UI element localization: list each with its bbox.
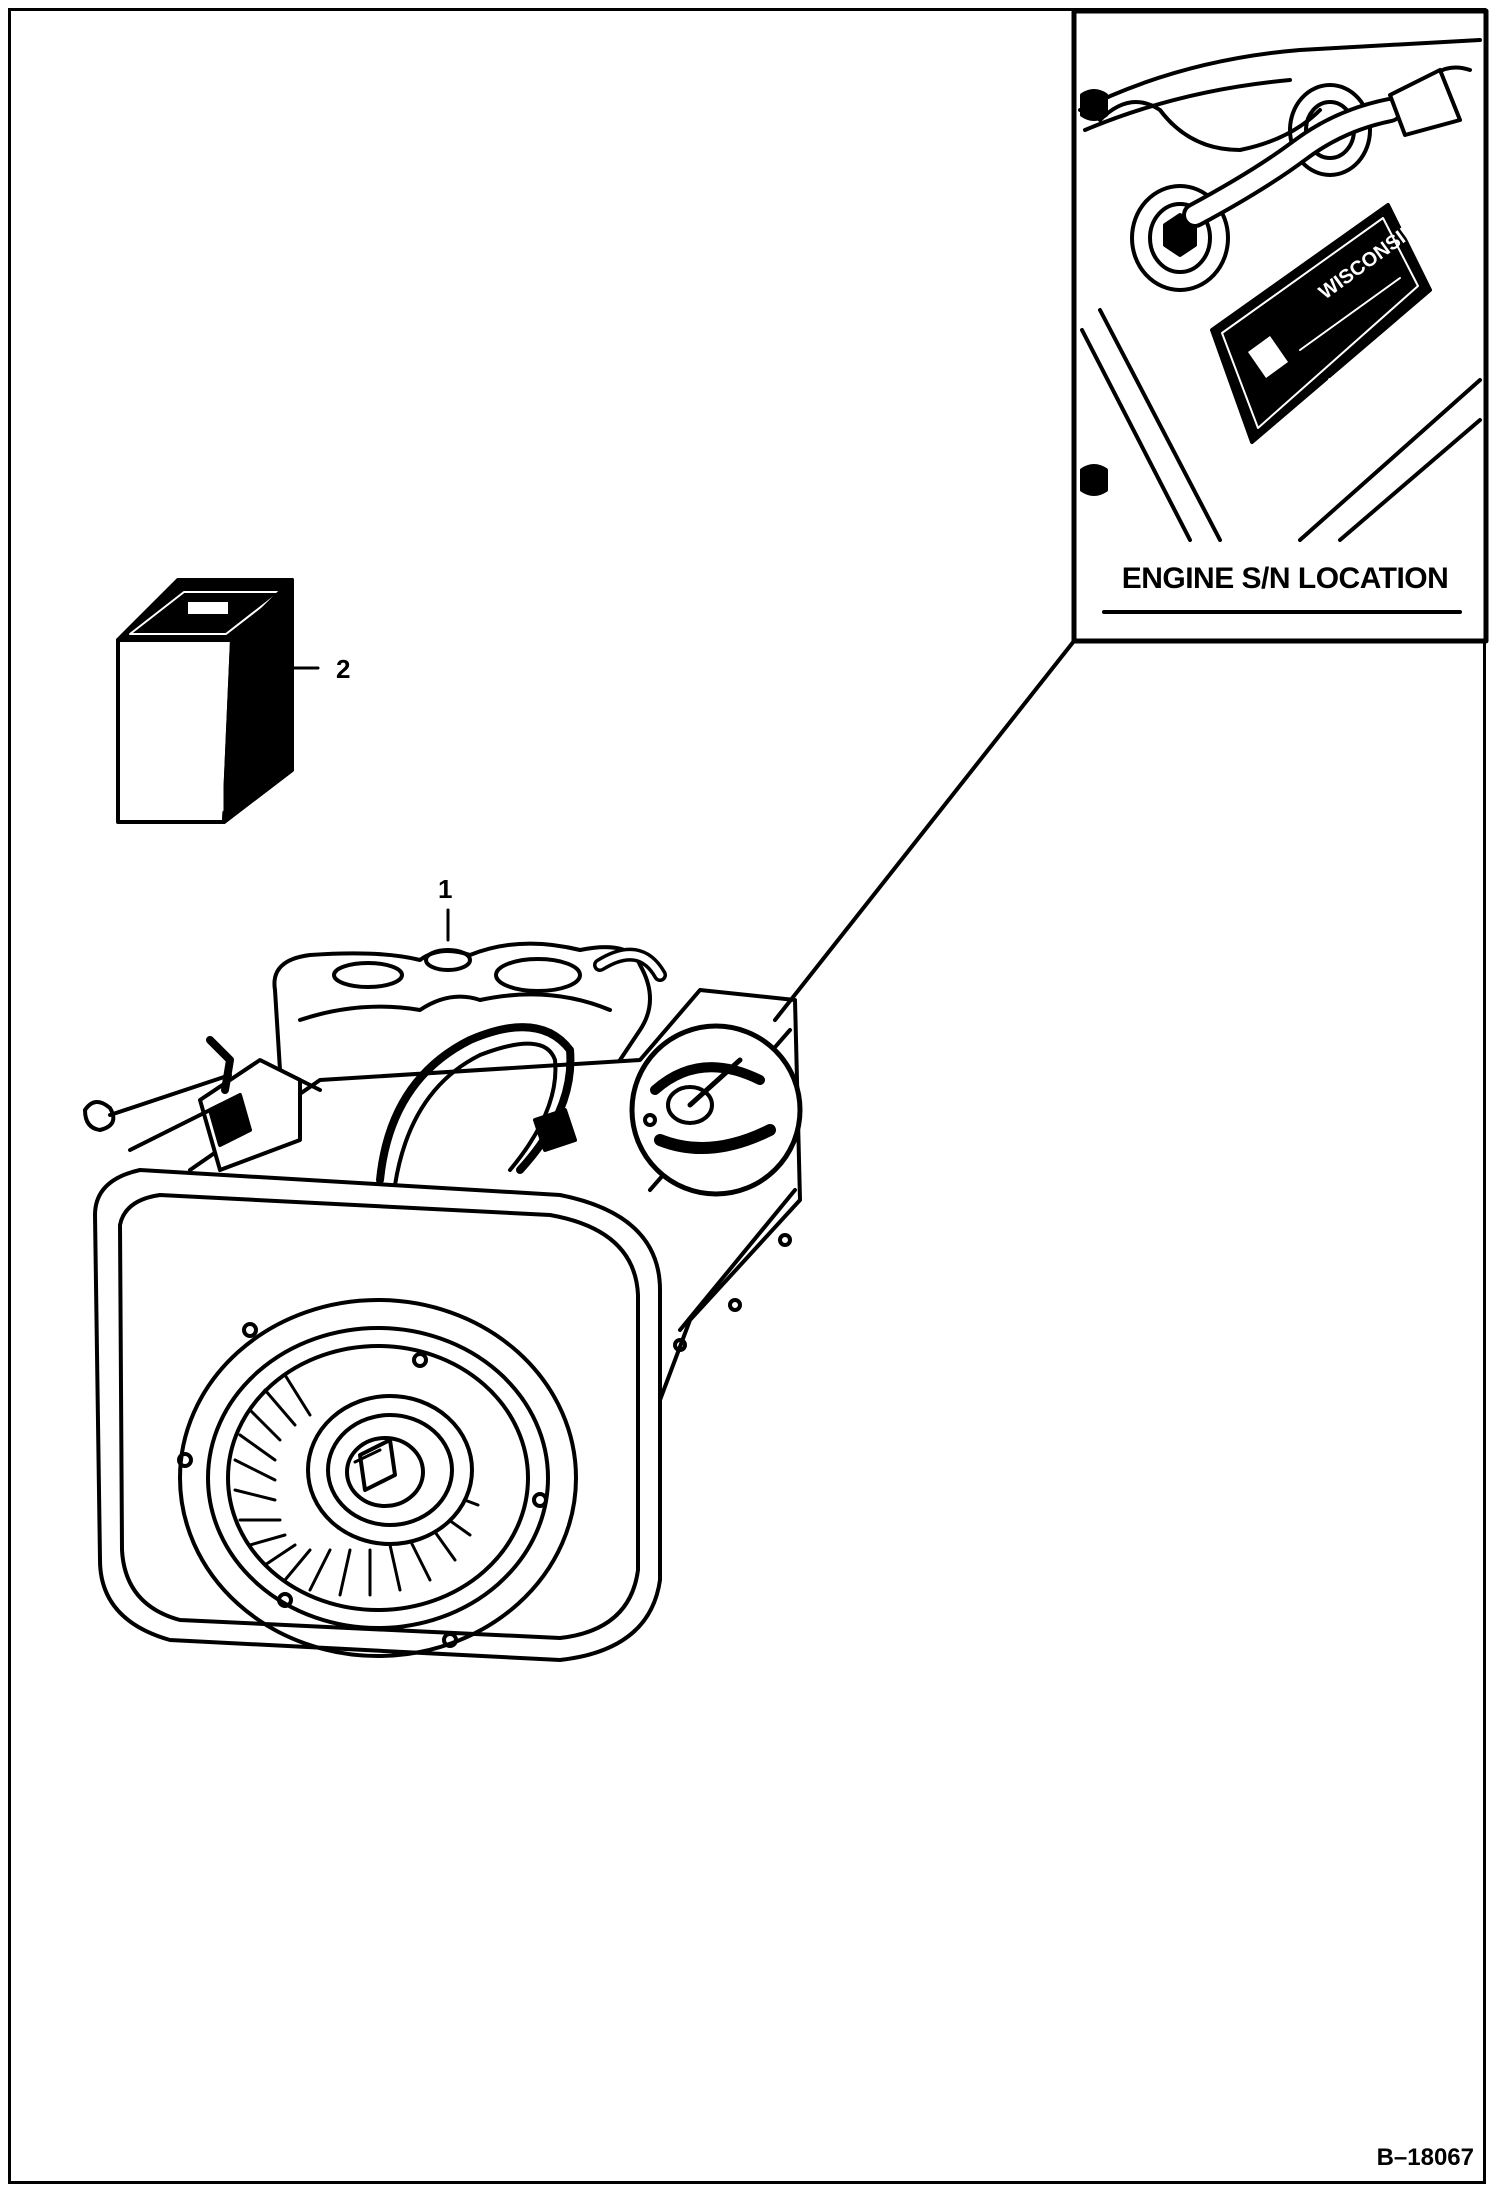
engine-drawing	[83, 908, 803, 1662]
callout-1: 1	[438, 874, 453, 904]
inset-leader-line	[773, 639, 1076, 1022]
serial-number-inset: WISCONSIN	[1071, 8, 1489, 644]
inset-title: ENGINE S/N LOCATION	[1121, 562, 1449, 595]
battery-drawing	[116, 578, 320, 824]
nameplate	[1210, 203, 1432, 444]
figure-id: B–18067	[1376, 2144, 1474, 2171]
callout-2: 2	[336, 654, 351, 684]
